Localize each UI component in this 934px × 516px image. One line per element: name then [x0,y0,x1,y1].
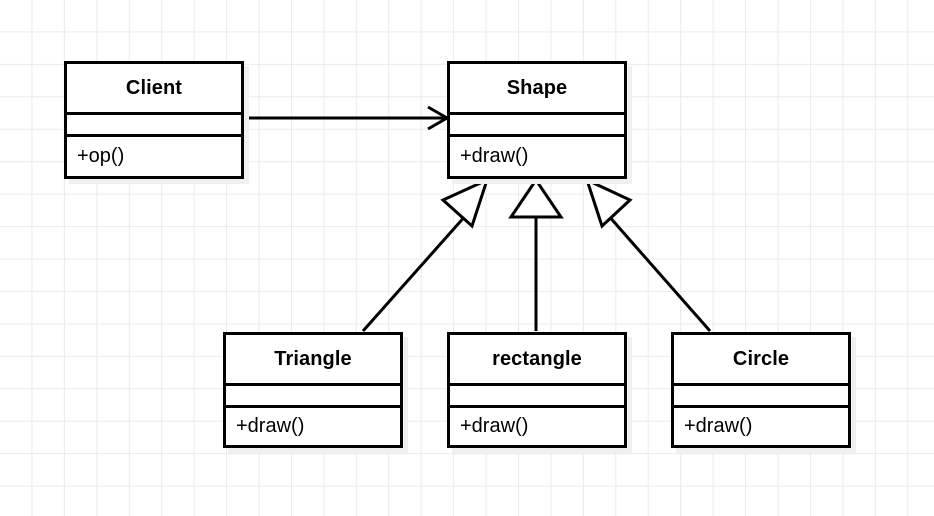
operation-label: +draw() [236,415,305,437]
edge-line [605,213,712,332]
operation-label: +draw() [684,415,753,437]
edge-client-uses-shape [245,105,450,131]
class-operations-circle: +draw() [674,405,848,445]
edge-line [361,213,469,332]
class-operations-client: +op() [67,134,241,176]
class-attributes-triangle [226,383,400,405]
operation-label: +draw() [460,145,529,167]
uml-class-triangle[interactable]: Triangle +draw() [223,332,403,448]
class-attributes-shape [450,112,624,134]
class-name-shape: Shape [506,76,568,99]
uml-class-client[interactable]: Client +op() [64,61,244,179]
edge-circle-extends-shape [584,177,712,332]
class-attributes-client [67,112,241,134]
class-name-client: Client [125,76,183,99]
hollow-triangle-arrowhead-icon [440,177,490,229]
operation-label: +draw() [460,415,529,437]
edge-rectangle-extends-shape [508,177,564,331]
class-operations-shape: +draw() [450,134,624,176]
class-name-triangle: Triangle [274,347,352,370]
uml-class-circle[interactable]: Circle +draw() [671,332,851,448]
hollow-triangle-arrowhead-icon [584,177,633,229]
class-operations-rectangle: +draw() [450,405,624,445]
edge-triangle-extends-shape [361,177,490,332]
class-attributes-rectangle [450,383,624,405]
class-attributes-circle [674,383,848,405]
hollow-triangle-arrowhead-icon [508,177,564,219]
open-arrowhead-icon [427,105,450,131]
class-operations-triangle: +draw() [226,405,400,445]
class-name-rectangle: rectangle [492,347,582,370]
uml-class-rectangle[interactable]: rectangle +draw() [447,332,627,448]
operation-label: +op() [77,145,125,167]
uml-class-shape[interactable]: Shape +draw() [447,61,627,179]
class-name-circle: Circle [732,347,790,370]
